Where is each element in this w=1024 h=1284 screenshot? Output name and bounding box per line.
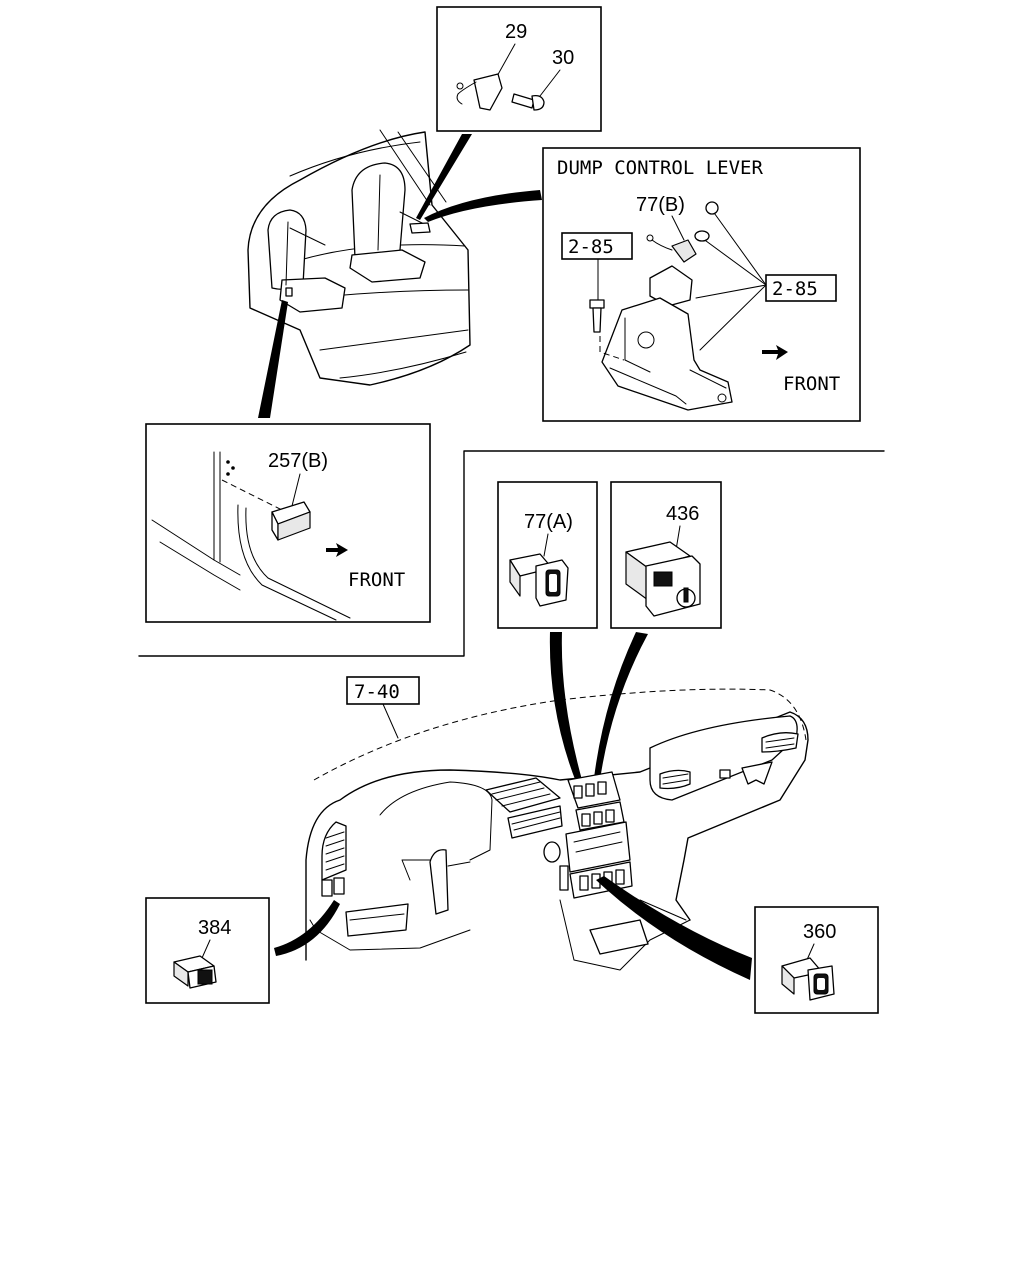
front-label-door: FRONT	[348, 569, 405, 591]
callout-77a: 77(A)	[524, 511, 573, 533]
cab-overview-illustration	[247, 129, 471, 386]
ref-box-2-85-right	[765, 274, 837, 302]
leader-360	[596, 876, 752, 980]
ref-box-2-85-left	[561, 232, 633, 260]
panel-part-29-30: 29 30	[416, 6, 602, 220]
callout-2-85-right: 2-85	[772, 278, 818, 300]
leader-29	[416, 134, 472, 220]
panel-frame	[497, 481, 598, 629]
panel-title: DUMP CONTROL LEVER	[557, 157, 763, 179]
front-arrow-icon	[762, 345, 788, 360]
front-arrow-icon	[326, 543, 348, 557]
switch-436-icon	[625, 541, 701, 617]
front-label-dump: FRONT	[783, 373, 840, 395]
door-switch-icon	[271, 501, 311, 541]
panel-part-360: 360	[596, 876, 879, 1014]
panel-part-77a: 77(A)	[497, 481, 598, 629]
seat-switch-bracket-icon	[456, 73, 503, 111]
ref-7-40: 7-40	[346, 676, 420, 739]
callout-7-40: 7-40	[354, 681, 400, 703]
callout-384: 384	[198, 917, 231, 939]
dashboard-illustration	[305, 688, 809, 971]
leader-436	[594, 632, 648, 780]
panel-part-436: 436	[610, 481, 722, 629]
leader-77b	[424, 190, 542, 222]
callout-30: 30	[552, 47, 574, 69]
switch-77a-icon	[509, 553, 569, 607]
section-divider	[138, 450, 885, 657]
switch-360-icon	[781, 957, 835, 1001]
callout-436: 436	[666, 503, 699, 525]
panel-part-384: 384	[145, 897, 340, 1004]
panel-frame	[436, 6, 602, 132]
callout-360: 360	[803, 921, 836, 943]
panel-frame	[145, 897, 270, 1004]
callout-2-85-left: 2-85	[568, 236, 614, 258]
leader-384	[274, 900, 340, 956]
dump-switch-icon	[646, 234, 697, 263]
bolt-icon	[589, 299, 605, 333]
leader-257b	[258, 300, 288, 418]
door-opening-illustration	[151, 451, 351, 621]
screw-icon	[694, 201, 719, 242]
panel-part-257b: 257(B) FRONT	[145, 300, 431, 623]
callout-77b: 77(B)	[636, 194, 685, 216]
switch-384-icon	[173, 955, 217, 989]
panel-dump-control-lever: DUMP CONTROL LEVER 77(B) 2-85 2-85	[424, 147, 861, 422]
lever-bracket-icon	[599, 265, 733, 411]
callout-257b: 257(B)	[268, 450, 328, 472]
callout-29: 29	[505, 21, 527, 43]
bolt-icon	[511, 93, 545, 111]
leader-77a	[549, 632, 582, 782]
